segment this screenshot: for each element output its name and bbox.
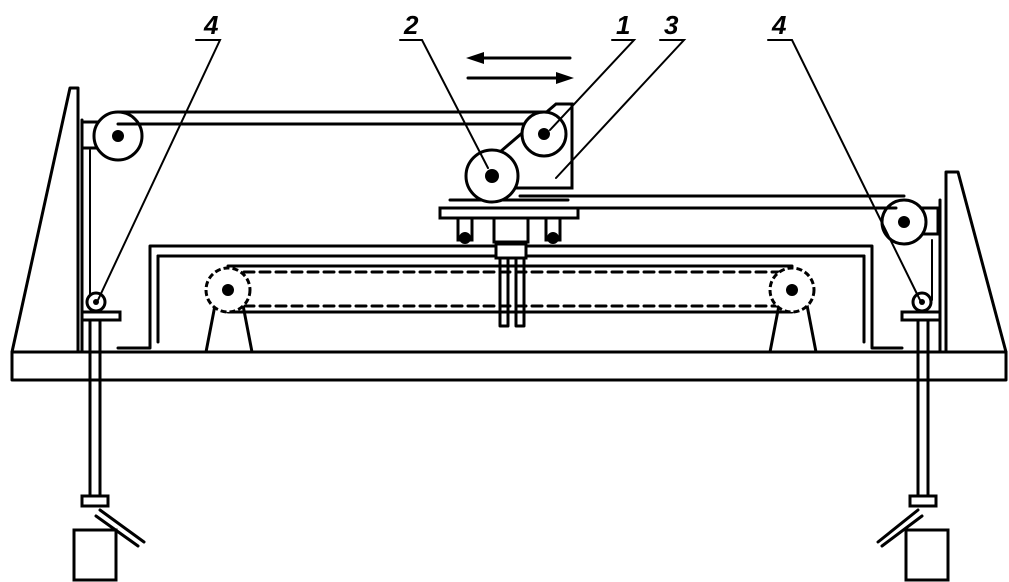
chain-loop [226, 264, 794, 314]
callout-label-1: 1 [616, 10, 630, 40]
left-frame-post [10, 86, 91, 354]
callout-label-4-left: 4 [203, 10, 219, 40]
upper-rope-right [518, 194, 906, 210]
right-weight-assembly [876, 291, 950, 582]
leader-lines [97, 39, 921, 301]
right-sprocket [768, 266, 816, 314]
trolley-carriage [438, 102, 580, 244]
callout-label-2: 2 [403, 10, 419, 40]
sprocket-supports [204, 298, 818, 354]
base-platform [10, 350, 1008, 382]
right-frame-post [931, 170, 1008, 354]
left-weight-assembly [72, 291, 146, 582]
central-connector [494, 242, 528, 328]
upper-rope-left [116, 110, 554, 126]
callout-label-4-right: 4 [771, 10, 787, 40]
left-sprocket [204, 266, 252, 314]
direction-arrows [466, 52, 574, 84]
callout-label-3: 3 [664, 10, 679, 40]
